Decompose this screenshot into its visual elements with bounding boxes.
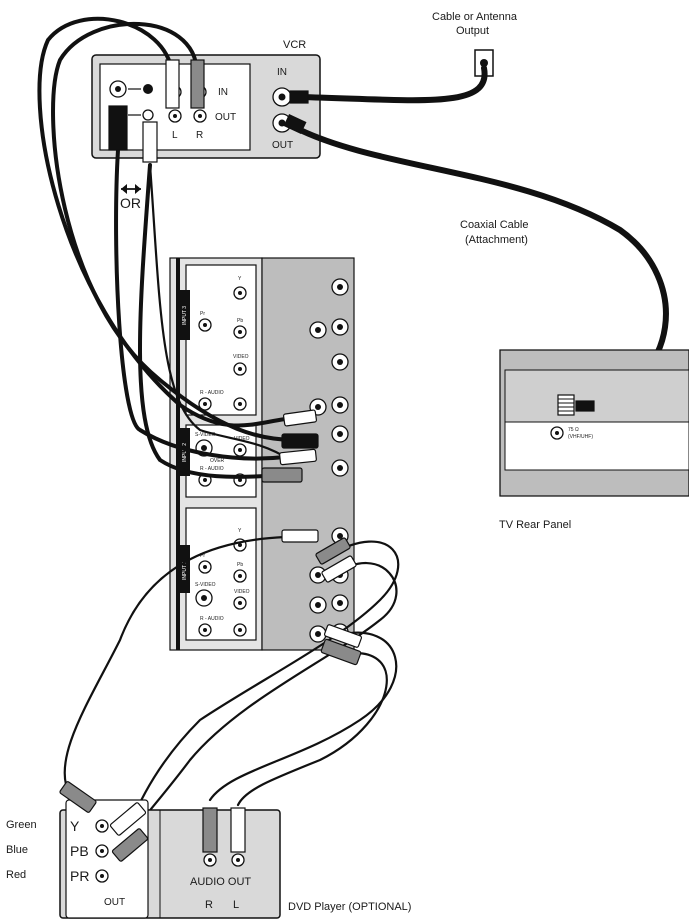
panel-video-label-3: VIDEO	[234, 589, 250, 595]
cable-output-label-2: Output	[456, 25, 489, 37]
plug-dvd-r	[202, 807, 218, 853]
ohm-label-1: 75 Ω	[568, 427, 579, 433]
dvd-l-label: L	[233, 899, 239, 911]
panel-pb-label: Pb	[237, 318, 243, 324]
antenna-outlet: Cable or Antenna Output	[432, 11, 518, 77]
panel-over-label: OVER	[210, 458, 225, 464]
cable-vcr-video	[114, 148, 287, 461]
tv-side-panel: INPUT 3 INPUT 2 INPUT 1 Y Pr Pb VIDEO R …	[169, 257, 355, 651]
tv-rear-panel: 75 Ω (VHF/UHF)	[499, 349, 689, 497]
panel-y-label: Y	[238, 276, 242, 282]
audio-out-label: AUDIO OUT	[190, 876, 251, 888]
red-label: Red	[6, 869, 26, 881]
dvd-y-label: Y	[70, 818, 80, 834]
plug-vcr-l	[165, 59, 180, 109]
panel-y-label-2: Y	[238, 528, 242, 534]
vcr-l-label: L	[172, 130, 178, 141]
vcr-audio-in-label: IN	[218, 87, 228, 98]
vcr-r-label: R	[196, 130, 203, 141]
panel-video-label-2: VIDEO	[234, 436, 250, 442]
panel-pr-label-2: Pr	[200, 553, 205, 559]
dvd-pb-label: PB	[70, 843, 89, 859]
vcr-audio-out-label: OUT	[215, 112, 236, 123]
input1-tag: INPUT 1	[182, 561, 188, 580]
plug-dvd-l	[230, 807, 246, 853]
panel-pb-label-2: Pb	[237, 562, 243, 568]
panel-audio-label-2: R - AUDIO	[200, 466, 224, 472]
plug-vcr-svideo	[108, 105, 128, 151]
dvd-out-label: OUT	[104, 897, 125, 908]
coax-label-1: Coaxial Cable	[460, 219, 528, 231]
vcr-ant-out-label: OUT	[272, 140, 293, 151]
cable-vcr-audio-r-in	[51, 22, 297, 442]
green-label: Green	[6, 819, 37, 831]
cable-dvd-audio-l	[236, 652, 388, 807]
panel-pr-label: Pr	[200, 311, 205, 317]
panel-audio-label: R - AUDIO	[200, 390, 224, 396]
cable-dvd-pb	[128, 540, 400, 827]
coax-antenna-to-vcr	[297, 65, 488, 104]
vcr-ant-in-label: IN	[277, 67, 287, 78]
blue-label: Blue	[6, 844, 28, 856]
cable-dvd-y	[63, 535, 287, 797]
plug-vcr-video	[142, 121, 158, 163]
vcr-label: VCR	[283, 39, 306, 51]
cable-vcr-audio-out	[138, 163, 282, 479]
or-label: OR	[120, 195, 141, 211]
dvd-player-label: DVD Player (OPTIONAL)	[288, 901, 411, 913]
dvd-player: Green Blue Red Y PB PR OUT AUDIO OUT R L	[6, 799, 281, 919]
input3-tag: INPUT 3	[182, 306, 188, 325]
input2-tag: INPUT 2	[182, 443, 188, 462]
cable-dvd-audio-r	[208, 631, 398, 802]
panel-svideo-label: S-VIDEO	[195, 432, 216, 438]
cable-output-label-1: Cable or Antenna	[432, 11, 518, 23]
ohm-label-2: (VHF/UHF)	[568, 434, 593, 440]
dvd-pr-label: PR	[70, 868, 89, 884]
plug-vcr-r	[190, 59, 205, 109]
tv-rear-panel-label: TV Rear Panel	[499, 519, 571, 531]
panel-audio-label-3: R - AUDIO	[200, 616, 224, 622]
cable-vcr-svideo	[148, 163, 292, 462]
or-arrow-icon	[121, 184, 141, 194]
coax-label-2: (Attachment)	[465, 234, 528, 246]
panel-video-label: VIDEO	[233, 354, 249, 360]
cable-dvd-pr	[118, 562, 398, 852]
panel-svideo-label-2: S-VIDEO	[195, 582, 216, 588]
dvd-r-label: R	[205, 899, 213, 911]
